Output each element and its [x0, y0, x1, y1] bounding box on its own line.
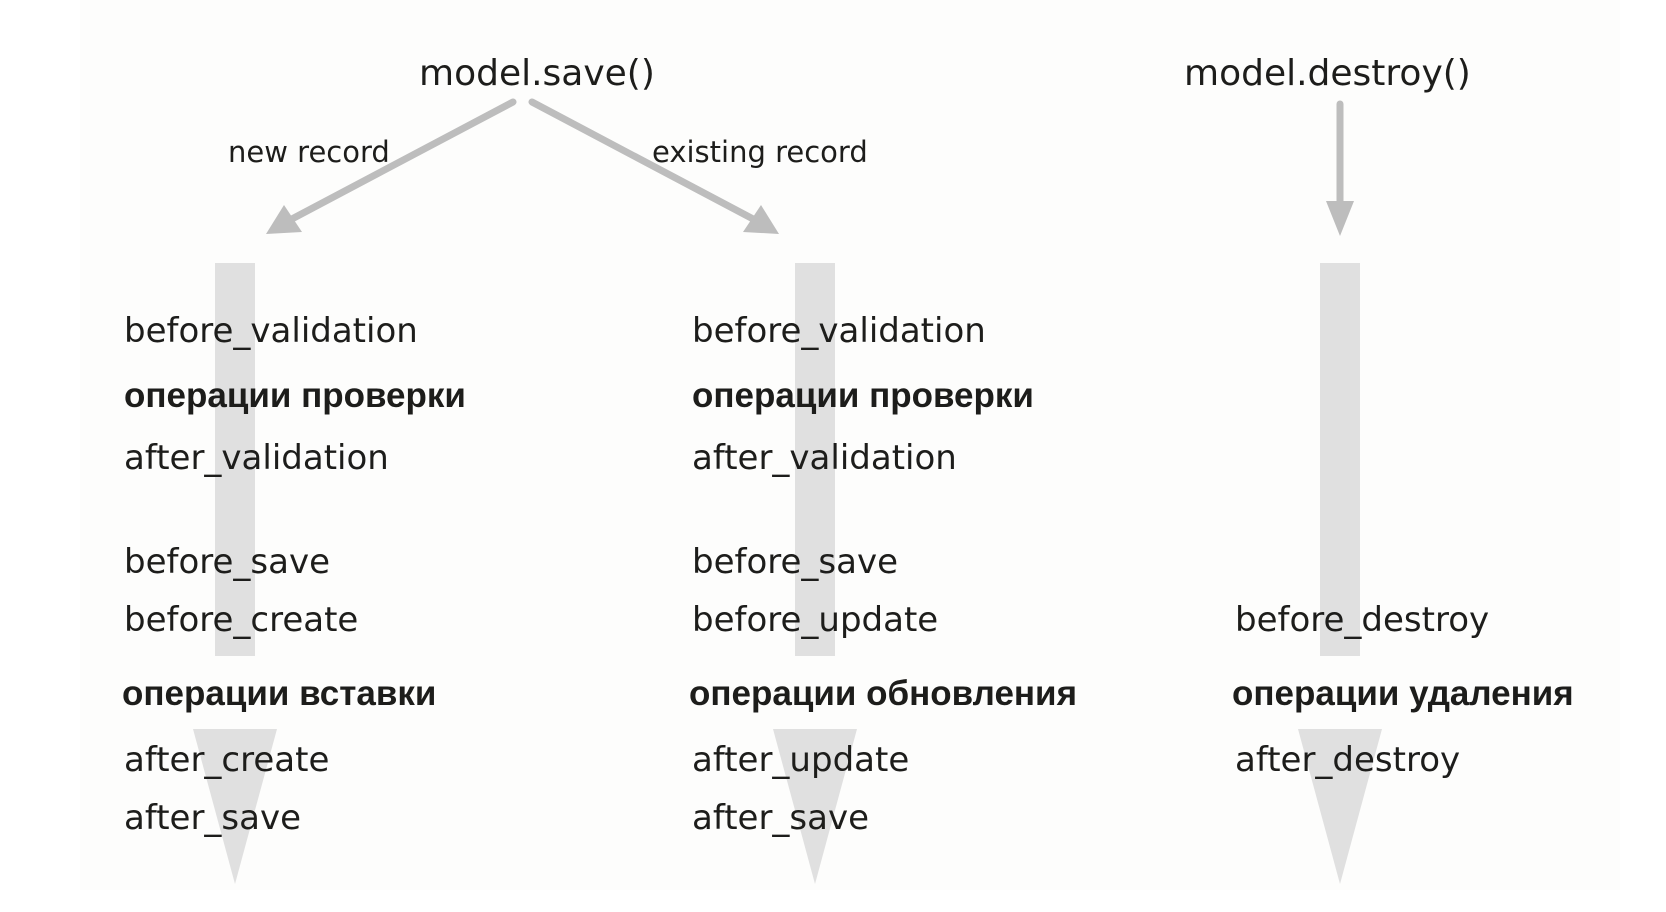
- create-validation-operations: операции проверки: [124, 376, 466, 415]
- update-validation-operations: операции проверки: [692, 376, 1034, 415]
- destroy-before-destroy: before_destroy: [1235, 600, 1490, 640]
- create-after-create: after_create: [124, 740, 330, 780]
- existing-record-arrow-head: [743, 205, 779, 234]
- create-before-create: before_create: [124, 600, 359, 640]
- create-after-validation: after_validation: [124, 438, 389, 478]
- create-before-save: before_save: [124, 542, 331, 582]
- update-update-operations: операции обновления: [689, 674, 1077, 713]
- destroy-after-destroy: after_destroy: [1235, 740, 1461, 780]
- update-after-validation: after_validation: [692, 438, 957, 478]
- existing-record-label: existing record: [652, 135, 868, 169]
- destroy-arrow-head: [1326, 201, 1354, 236]
- update-before-save: before_save: [692, 542, 899, 582]
- create-flow-arrow-shaft: [215, 263, 255, 656]
- destroy-delete-operations: операции удаления: [1232, 674, 1574, 713]
- existing-record-arrow-line: [528, 98, 759, 224]
- new-record-arrow-head: [266, 205, 302, 234]
- create-flow-arrow-head: [193, 729, 277, 884]
- update-flow-arrow-shaft: [795, 263, 835, 656]
- create-insert-operations: операции вставки: [122, 674, 437, 713]
- update-before-update: before_update: [692, 600, 939, 640]
- create-before-validation: before_validation: [124, 311, 418, 351]
- destroy-flow-arrow-shaft: [1320, 263, 1360, 656]
- update-flow-arrow-head: [773, 729, 857, 884]
- new-record-label: new record: [228, 135, 390, 169]
- update-before-validation: before_validation: [692, 311, 986, 351]
- update-after-update: after_update: [692, 740, 910, 780]
- create-after-save: after_save: [124, 798, 302, 838]
- destroy-flow-arrow-head: [1298, 729, 1382, 884]
- model-destroy-label: model.destroy(): [1184, 53, 1471, 94]
- update-after-save: after_save: [692, 798, 870, 838]
- model-save-label: model.save(): [419, 53, 655, 94]
- new-record-arrow-line: [286, 98, 517, 224]
